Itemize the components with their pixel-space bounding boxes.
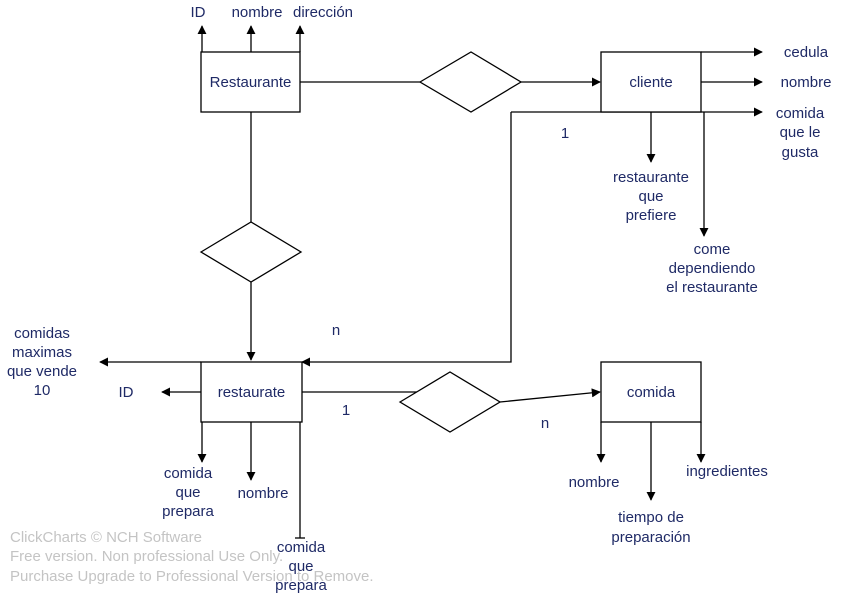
attr-line: gusta [782, 144, 819, 161]
attr-line: maximas [12, 344, 72, 361]
attr-comida-ingredientes: ingredientes [686, 463, 768, 480]
entity-cliente-label: cliente [629, 74, 672, 91]
cardinality-cliente-side: 1 [561, 125, 569, 142]
attr-restaurate-id: ID [119, 384, 134, 401]
attr-cliente-comida-que-le-gusta: comida que le gusta [776, 105, 825, 161]
entity-restaurante[interactable]: Restaurante [200, 51, 301, 113]
relationship-diamond-restaurate-comida[interactable] [398, 371, 502, 433]
cardinality-restaurate-1: 1 [342, 402, 350, 419]
connector-rel3-comida [499, 388, 601, 403]
attr-line: prefiere [626, 207, 677, 224]
attr-cliente-restaurante-que-prefiere: restaurante que prefiere [613, 169, 689, 224]
attr-restaurate-comida-que-prepara-2: comida que prepara [275, 539, 327, 594]
attr-line: que [638, 188, 663, 205]
watermark: ClickCharts © NCH Software Free version.… [10, 529, 374, 585]
attr-restaurante-nombre: nombre [232, 4, 283, 21]
cardinality-restaurate-n: n [332, 322, 340, 339]
relationship-diamond-restaurante-cliente[interactable] [418, 51, 523, 113]
watermark-line-3: Purchase Upgrade to Professional Version… [10, 568, 374, 585]
entity-restaurante-label: Restaurante [210, 74, 292, 91]
attr-line: 10 [34, 382, 51, 399]
attr-restaurate-nombre: nombre [238, 485, 289, 502]
watermark-line-1: ClickCharts © NCH Software [10, 529, 202, 546]
attr-line: restaurante [613, 169, 689, 186]
attr-line: prepara [162, 503, 214, 520]
attr-line: tiempo de [618, 509, 684, 526]
attr-line: comidas [14, 325, 70, 342]
entity-restaurate-label: restaurate [218, 384, 286, 401]
attr-restaurate-comidas-maximas: comidas maximas que vende 10 [7, 325, 77, 399]
attr-cliente-cedula: cedula [784, 44, 829, 61]
attr-line: preparación [611, 529, 690, 546]
relationship-diamond-restaurante-restaurate[interactable] [199, 221, 303, 283]
attr-restaurante-direccion: dirección [293, 4, 353, 21]
attr-line: comida [164, 465, 213, 482]
watermark-line-2: Free version. Non professional Use Only. [10, 548, 283, 565]
cardinality-comida-n: n [541, 415, 549, 432]
attr-comida-nombre: nombre [569, 474, 620, 491]
attr-line: prepara [275, 577, 327, 594]
attr-line: que le [780, 124, 821, 141]
entity-comida[interactable]: comida [600, 361, 702, 423]
connector-cliente-restaurate [301, 112, 512, 367]
attr-restaurante-id: ID [191, 4, 206, 21]
attr-line: comida [776, 105, 825, 122]
entity-restaurate[interactable]: restaurate [200, 361, 303, 423]
attr-cliente-nombre: nombre [781, 74, 832, 91]
entity-comida-label: comida [627, 384, 676, 401]
attr-line: come [694, 241, 731, 258]
attr-restaurate-comida-que-prepara: comida que prepara [162, 465, 214, 520]
entity-cliente[interactable]: cliente [600, 51, 702, 113]
attr-line: dependiendo [669, 260, 756, 277]
attr-line: que vende [7, 363, 77, 380]
attr-line: que [288, 558, 313, 575]
attr-line: comida [277, 539, 326, 556]
attr-line: que [175, 484, 200, 501]
attr-comida-tiempo-de-preparacion: tiempo de preparación [611, 509, 690, 546]
attr-cliente-come-dependiendo: come dependiendo el restaurante [666, 241, 758, 296]
attr-line: el restaurante [666, 279, 758, 296]
